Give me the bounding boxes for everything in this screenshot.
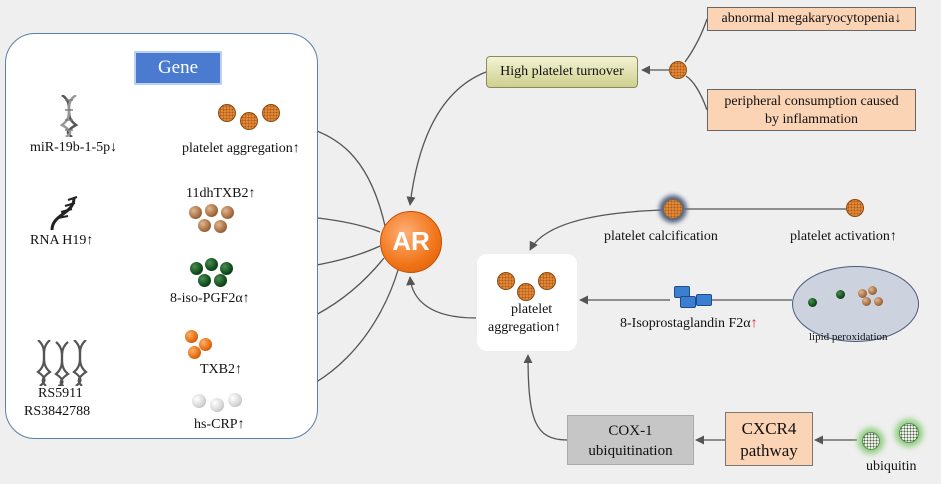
lipid-particle-icon	[808, 298, 817, 307]
platelet-icon	[538, 272, 556, 290]
platelet-icon	[185, 330, 198, 343]
hs-crp-label: hs-CRP↑	[194, 417, 245, 432]
isoprostaglandin-label: 8-Isoprostaglandin F2α↑	[620, 316, 758, 332]
platelet-icon	[189, 206, 202, 219]
ubiquitin-label: ubiquitin	[866, 459, 917, 474]
lipid-particle-icon	[836, 290, 845, 299]
platelet-icon	[846, 199, 864, 217]
arrow-agg-ar	[406, 276, 477, 319]
rna-label: RNA H19↑	[30, 233, 94, 248]
aggregation-line2: aggregation↑	[488, 320, 562, 335]
dna-icon	[59, 95, 79, 137]
platelet-icon	[262, 104, 280, 122]
platelet-aggregation-label: platelet aggregation↑	[182, 141, 300, 156]
platelet-icon	[205, 204, 218, 217]
platelet-icon	[188, 346, 201, 359]
lipid-particle-icon	[858, 289, 867, 298]
line-consumption	[685, 75, 708, 111]
rna-helix-icon	[50, 196, 78, 230]
rs5911-label: RS5911	[38, 386, 83, 401]
lipid-particle-icon	[874, 297, 883, 306]
consumption-line1: peripheral consumption caused	[724, 94, 899, 109]
platelet-icon	[214, 274, 227, 287]
aggregation-line1: platelet	[511, 302, 553, 317]
consumption-box: peripheral consumption caused by inflamm…	[707, 89, 916, 131]
platelet-icon	[210, 398, 224, 412]
cxcr4-line1: CXCR4	[741, 419, 797, 438]
cox1-box: COX-1 ubiquitination	[567, 415, 694, 465]
gene-title: Gene	[134, 51, 222, 85]
cox-line2: ubiquitination	[588, 443, 673, 459]
platelet-icon	[199, 338, 212, 351]
arrow-calc-agg	[529, 209, 665, 251]
lipid-particle-icon	[862, 297, 871, 306]
txb2-label: TXB2↑	[200, 362, 242, 377]
platelet-icon	[220, 262, 233, 275]
platelet-icon	[221, 206, 234, 219]
platelet-icon	[214, 220, 227, 233]
arrow-cox-agg	[523, 354, 568, 441]
arrow-turnover-ar	[406, 71, 487, 206]
txb2-11dh-label: 11dhTXB2↑	[186, 186, 256, 201]
aggregation-box	[477, 254, 577, 351]
platelet-icon	[198, 219, 211, 232]
isoprostaglandin-arrow: ↑	[750, 316, 758, 331]
dna-triple-icon	[36, 340, 88, 386]
platelet-icon	[240, 112, 258, 130]
mirna-label: miR-19b-1-5p↓	[30, 140, 118, 155]
platelet-icon	[517, 283, 535, 301]
iso-pgf2a-label: 8-iso-PGF2α↑	[170, 291, 250, 306]
turnover-box: High platelet turnover	[486, 56, 638, 88]
cxcr4-line2: pathway	[740, 441, 798, 460]
ar-node: AR	[380, 211, 442, 273]
cxcr4-box: CXCR4 pathway	[725, 412, 813, 466]
isoprostaglandin-text: 8-Isoprostaglandin F2α	[620, 316, 751, 331]
megakaryocytopenia-box: abnormal megakaryocytopenia↓	[707, 7, 916, 31]
platelet-icon	[198, 274, 211, 287]
rs3842788-label: RS3842788	[24, 404, 91, 419]
gene-panel	[5, 33, 318, 439]
prostaglandin-icon	[670, 284, 714, 308]
consumption-line2: by inflammation	[765, 112, 858, 127]
platelet-icon	[218, 104, 236, 122]
platelet-icon	[192, 394, 206, 408]
platelet-icon	[190, 262, 203, 275]
calcification-label: platelet calcification	[604, 229, 718, 244]
platelet-icon	[669, 61, 687, 79]
platelet-icon	[205, 258, 218, 271]
line-megakaryo	[684, 18, 708, 63]
ubiquitin-icon	[899, 423, 919, 443]
cox-line1: COX-1	[608, 423, 653, 439]
ubiquitin-icon	[862, 432, 880, 450]
lipid-particle-icon	[868, 286, 877, 295]
activation-label: platelet activation↑	[790, 229, 897, 244]
platelet-icon	[497, 272, 515, 290]
calcified-platelet-icon	[662, 198, 684, 220]
lipid-label: lipid peroxidation	[809, 331, 888, 343]
platelet-icon	[228, 393, 242, 407]
